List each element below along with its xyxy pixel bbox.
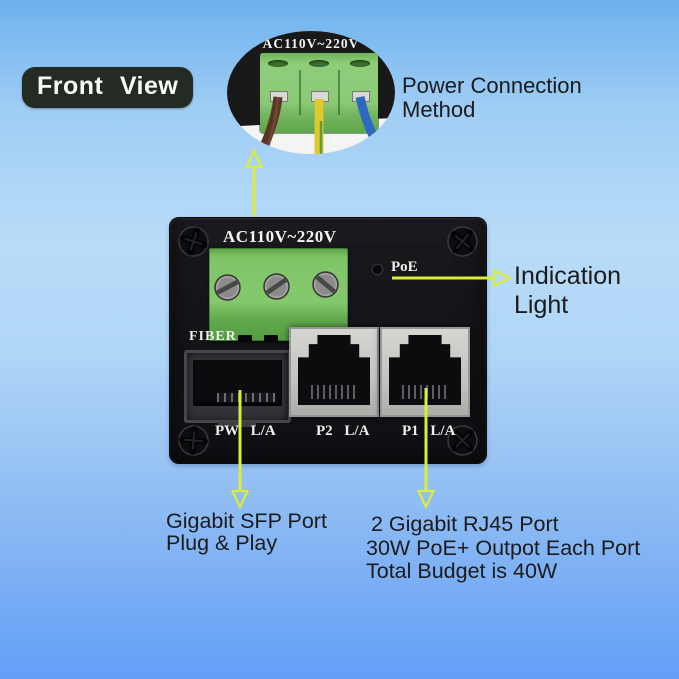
wire-brown-highlight (265, 96, 280, 150)
sfp-port-opening (193, 360, 282, 406)
sfp-note-line1: Gigabit SFP Port (166, 509, 327, 533)
device-voltage-label: AC110V~220V (223, 227, 337, 246)
phillips-screw-icon (178, 425, 209, 456)
terminal-screw-hole (309, 60, 329, 67)
sfp-callout-note: Gigabit SFP Port Plug & Play (166, 510, 327, 554)
power-method-note: Power Connection Method (402, 74, 582, 122)
poe-led-indicator (373, 265, 382, 274)
rj45-port-p2 (289, 327, 379, 417)
fiber-port-label: FIBER (189, 329, 237, 344)
terminal-divider (299, 70, 301, 115)
sfp-port-status-label: PW L/A (215, 423, 276, 439)
p2-port-status-label: P2 L/A (316, 423, 370, 439)
terminal-screw-icon (214, 274, 241, 301)
indication-light-label: Indication Light (514, 262, 622, 319)
rj45-note-line3: Total Budget is 40W (366, 559, 558, 583)
terminal-screw-hole (268, 60, 288, 67)
sfp-latch (218, 421, 256, 427)
power-method-line1: Power Connection (402, 73, 582, 98)
phillips-screw-icon (447, 425, 478, 456)
vent-slot (238, 335, 252, 342)
sfp-contacts (217, 393, 275, 402)
power-method-line2: Method (402, 97, 476, 122)
sfp-port (184, 350, 291, 427)
sfp-note-line2: Plug & Play (166, 531, 278, 555)
indication-light-note: Indication Light (514, 262, 679, 320)
inset-voltage-label: AC110V~220V (262, 36, 360, 51)
wire-blue (355, 96, 383, 150)
terminal-divider (338, 70, 340, 115)
terminal-screw-hole (350, 60, 370, 67)
front-view-label: Front View (37, 72, 179, 100)
terminal-screw-icon (263, 273, 290, 300)
vent-slot (264, 335, 278, 342)
p1-port-status-label: P1 L/A (402, 423, 456, 439)
rj45-contacts-p2 (311, 385, 357, 399)
rj45-note-line1: 2 Gigabit RJ45 Port (371, 512, 559, 536)
poe-media-converter-device: AC110V~220V PoE FIBER (169, 217, 487, 464)
phillips-screw-icon (447, 226, 478, 257)
rj45-port-p1 (380, 327, 470, 417)
poe-led-label: PoE (391, 259, 418, 275)
device-terminal-block (209, 248, 348, 341)
arrow-up-to-power-inset (244, 148, 264, 216)
power-connection-inset: AC110V~220V (227, 31, 395, 154)
rj45-callout-note: 2 Gigabit RJ45 Port 30W PoE+ Outpot Each… (366, 512, 641, 584)
front-view-badge: Front View (22, 67, 194, 108)
terminal-screw-icon (312, 271, 339, 298)
phillips-screw-icon (178, 226, 209, 257)
rj45-contacts-p1 (402, 385, 448, 399)
rj45-note-line2: 30W PoE+ Outpot Each Port (366, 535, 641, 560)
power-wires (256, 96, 383, 154)
